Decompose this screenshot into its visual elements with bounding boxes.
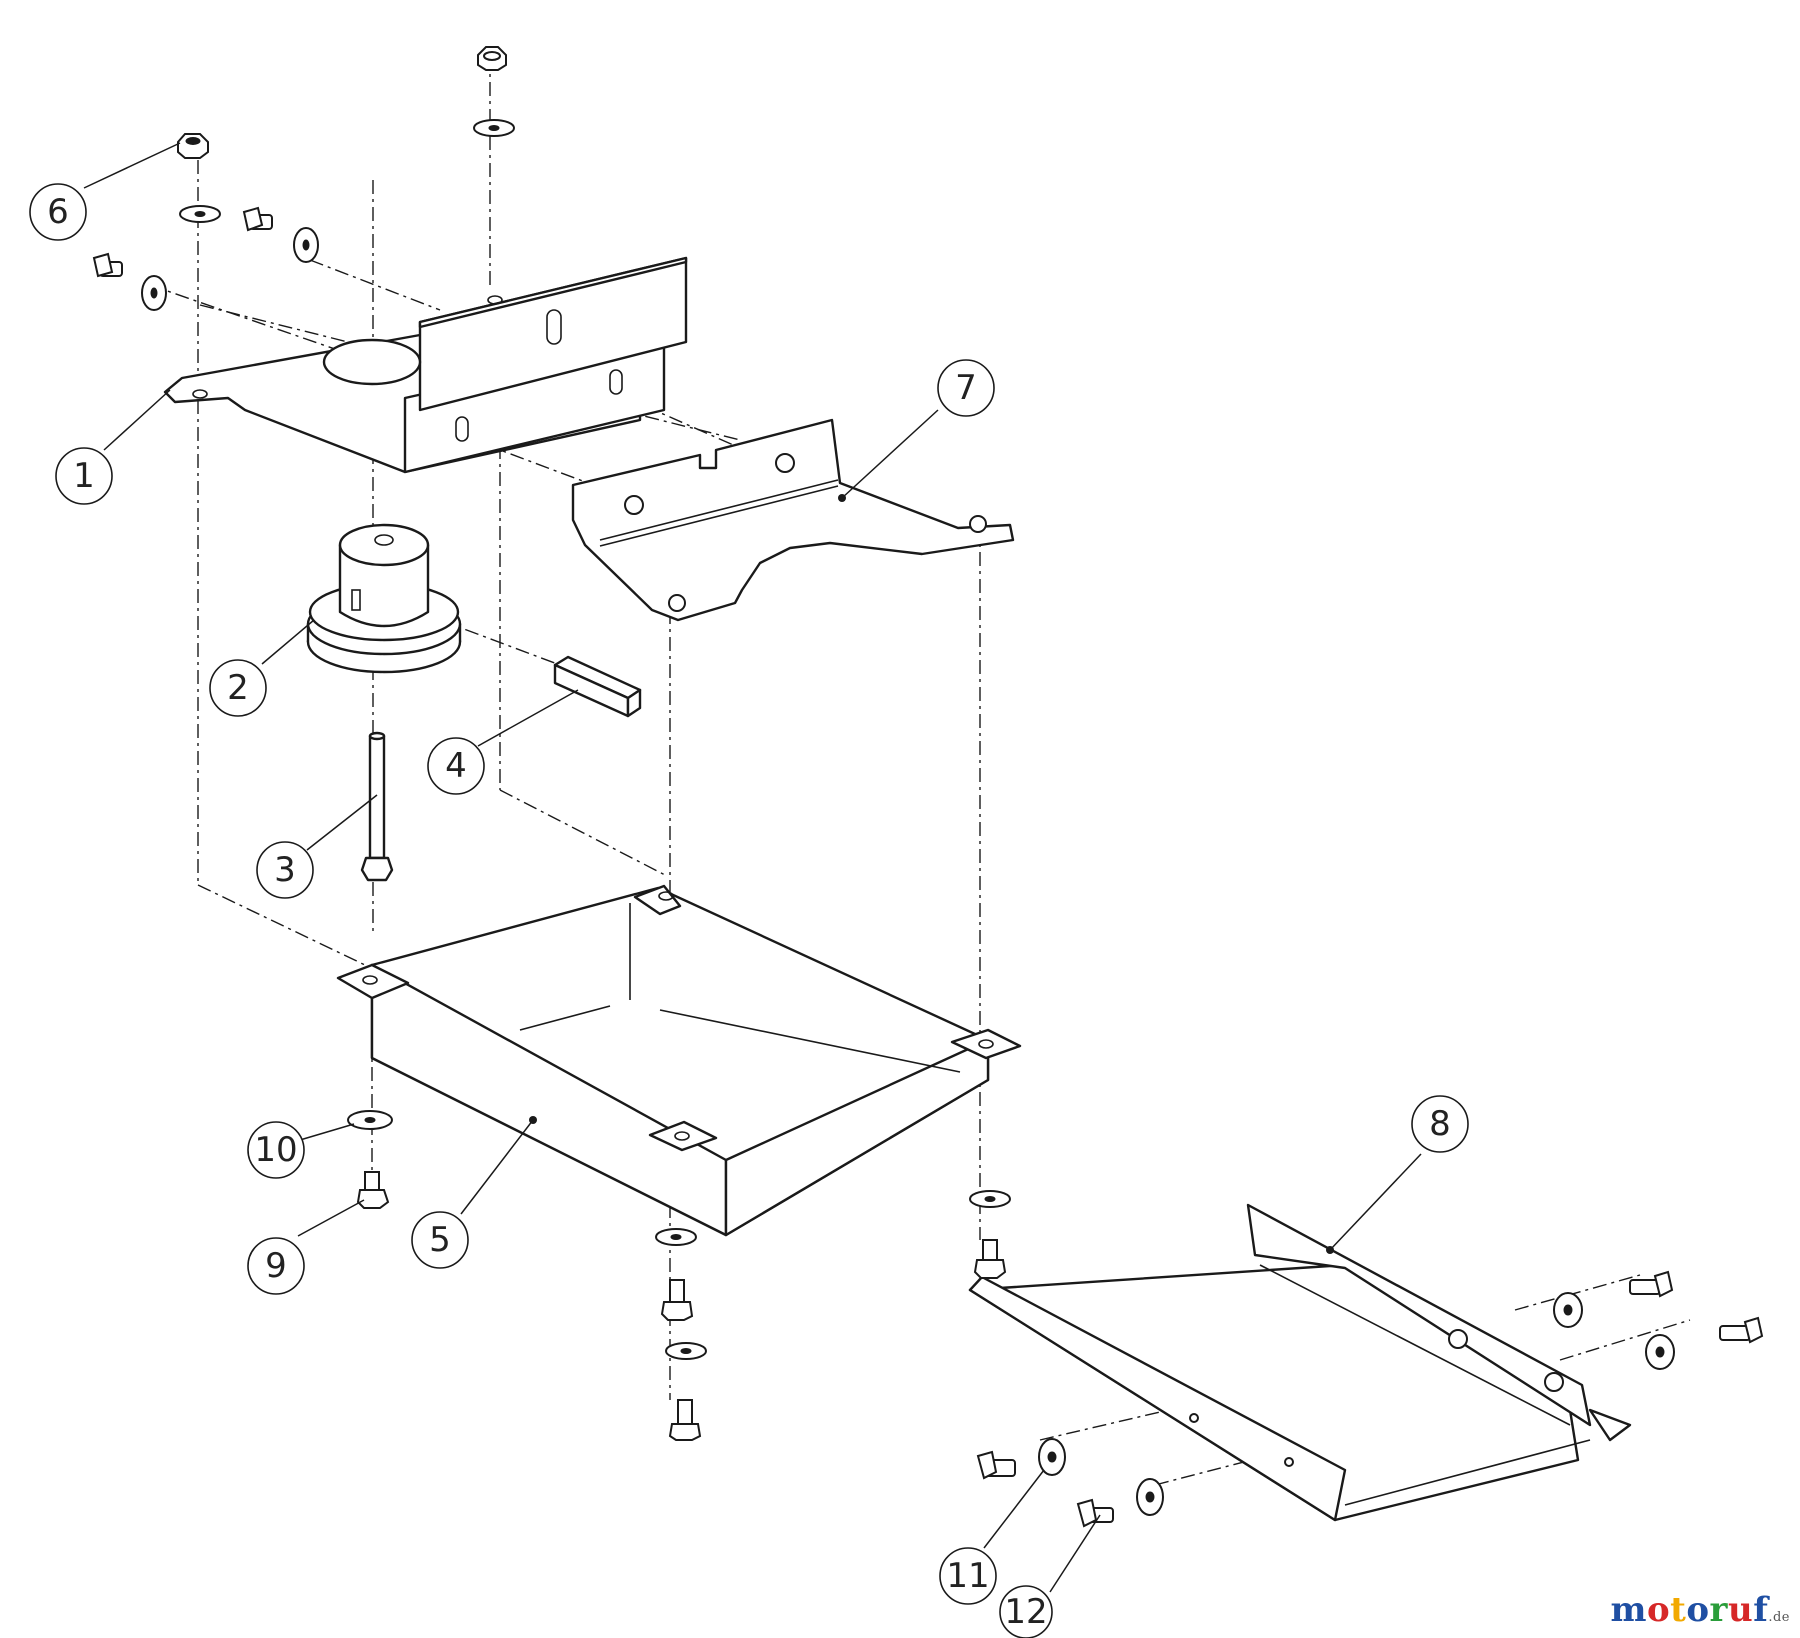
callout-11: 11	[939, 1547, 997, 1605]
bolt-right	[973, 1239, 1007, 1279]
part-5-lower-tray	[336, 884, 1022, 1237]
callout-8: 8	[1411, 1095, 1469, 1153]
part-7-cover-bracket	[571, 418, 1015, 622]
callout-1: 1	[55, 447, 113, 505]
callout-7: 7	[937, 359, 995, 417]
part-6-nut	[177, 133, 209, 159]
bolt-upper-2	[92, 252, 123, 278]
callout-12: 12	[999, 1585, 1053, 1638]
part-4-key	[553, 655, 642, 718]
watermark-letter: o	[1646, 1590, 1671, 1630]
callout-7-label: 7	[955, 368, 977, 408]
callout-3: 3	[256, 841, 314, 899]
callout-9-label: 9	[265, 1246, 287, 1286]
callout-4-label: 4	[445, 746, 467, 786]
bolt-center-2	[668, 1399, 702, 1441]
motoruf-watermark-logo: motoruf.de	[1610, 1590, 1790, 1630]
callout-2-label: 2	[227, 668, 249, 708]
callout-5-label: 5	[429, 1220, 451, 1260]
watermark-letter: f	[1753, 1590, 1769, 1630]
watermark-letter: r	[1709, 1590, 1728, 1630]
leader-lines	[83, 142, 1422, 1593]
washer-chute-1	[1553, 1292, 1583, 1328]
washer-center-1	[655, 1228, 697, 1246]
callout-6-label: 6	[47, 192, 69, 232]
bolt-chute-3	[976, 1450, 1016, 1480]
part-8-chute	[968, 1203, 1632, 1522]
callout-9: 9	[247, 1237, 305, 1295]
washer-6	[179, 205, 221, 223]
part-11-washer	[1038, 1438, 1066, 1476]
watermark-letter: o	[1686, 1590, 1710, 1630]
washer-chute-2	[1645, 1334, 1675, 1370]
bolt-center-1	[660, 1279, 694, 1321]
watermark-letters: motoruf	[1610, 1590, 1768, 1630]
part-10-washer	[347, 1110, 393, 1130]
part-3-long-bolt	[360, 731, 394, 882]
watermark-letter: u	[1727, 1590, 1754, 1630]
callout-5: 5	[411, 1211, 469, 1269]
washer-top	[473, 119, 515, 137]
washer-upper-1	[293, 227, 319, 263]
callout-4: 4	[427, 737, 485, 795]
watermark-letter: t	[1670, 1590, 1687, 1630]
callout-6: 6	[29, 183, 87, 241]
part-1-mounting-plate	[163, 256, 688, 474]
washer-right	[969, 1190, 1011, 1208]
hardware	[92, 46, 1764, 1528]
callout-2: 2	[209, 659, 267, 717]
washer-chute-4	[1136, 1478, 1164, 1516]
washer-center-2	[665, 1342, 707, 1360]
nut-top	[477, 46, 507, 71]
bolt-chute-1	[1629, 1270, 1674, 1298]
washer-upper-2	[141, 275, 167, 311]
callout-3-label: 3	[274, 850, 296, 890]
part-9-bolt	[356, 1171, 390, 1209]
bolt-upper-1	[242, 206, 273, 232]
part-2-pulley	[306, 523, 462, 674]
callout-11-label: 11	[946, 1556, 989, 1596]
callout-12-label: 12	[1004, 1592, 1047, 1632]
callout-1-label: 1	[73, 456, 95, 496]
watermark-letter: m	[1610, 1590, 1647, 1630]
callout-10: 10	[247, 1121, 305, 1179]
callout-10-label: 10	[254, 1130, 297, 1170]
watermark-suffix: .de	[1768, 1610, 1790, 1625]
callout-8-label: 8	[1429, 1104, 1451, 1144]
bolt-chute-2	[1719, 1316, 1764, 1344]
callouts: 1 2 3 4 5 6 7 8	[29, 183, 1469, 1638]
